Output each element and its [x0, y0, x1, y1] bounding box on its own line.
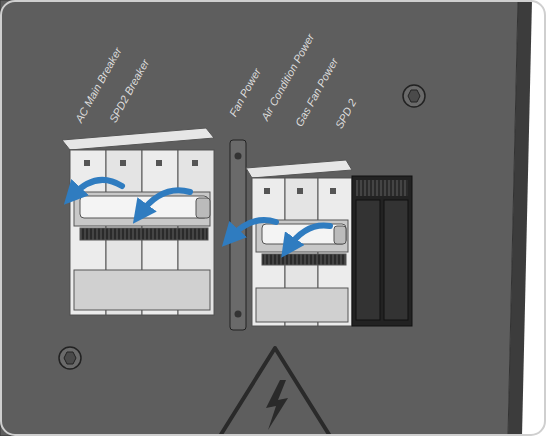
breaker-group [62, 128, 214, 315]
spd-module [352, 176, 412, 326]
switch-arrow [72, 180, 330, 248]
breaker-group [246, 160, 352, 326]
screw [403, 85, 425, 107]
screw [59, 347, 81, 369]
warning-symbol [220, 348, 330, 436]
